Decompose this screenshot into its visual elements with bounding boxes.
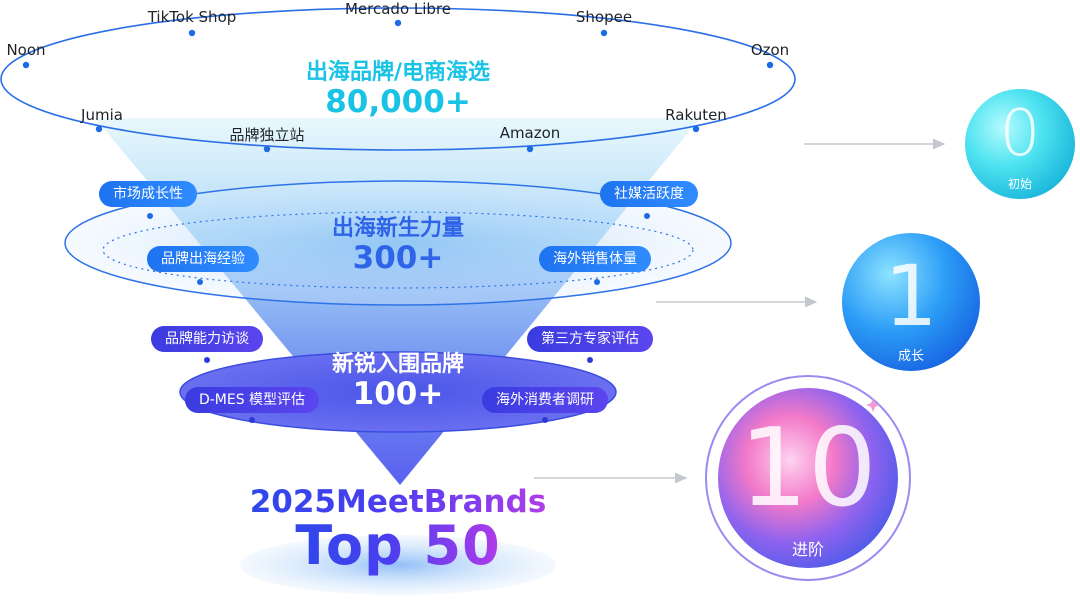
- stage-10-circle: [718, 388, 898, 568]
- tier2-inner-ring: [102, 211, 694, 289]
- criteria-pill-expert-review: 第三方专家评估: [527, 326, 653, 352]
- platform-label-noon: Noon: [6, 41, 46, 59]
- sparkle-icon: [866, 398, 880, 412]
- platform-label-jumia: Jumia: [81, 106, 123, 124]
- criteria-pill-dmes-model: D-MES 模型评估: [184, 387, 320, 413]
- criteria-pill-overseas-experience: 品牌出海经验: [147, 246, 259, 272]
- stage-10-label: 进阶: [791, 540, 824, 559]
- tier2-count: 300+: [352, 240, 444, 276]
- platform-label-rakuten: Rakuten: [665, 106, 727, 124]
- tier1-count: 80,000+: [325, 84, 471, 120]
- tier2-title: 出海新生力量: [331, 216, 465, 241]
- tier3-dots: [204, 357, 593, 423]
- stage-1-circle: [842, 233, 980, 371]
- stage-10-number: 10: [739, 406, 877, 531]
- platform-label-mercado-libre: Mercado Libre: [344, 0, 452, 18]
- result-title: Top 50: [295, 514, 501, 577]
- platform-dots: [22, 19, 774, 153]
- criteria-pill-social-activity: 社媒活跃度: [600, 181, 698, 207]
- tier3-title: 新锐入围品牌: [331, 352, 465, 377]
- stage-0-label: 初始: [1007, 177, 1032, 191]
- platform-label-brand-site: 品牌独立站: [229, 126, 305, 144]
- stage-0-number: 0: [999, 97, 1041, 171]
- stage-1-number: 1: [884, 247, 938, 345]
- tier2-dots: [147, 213, 650, 285]
- result-subtitle: 2025MeetBrands: [249, 484, 547, 520]
- platform-label-tiktok-shop: TikTok Shop: [147, 8, 237, 26]
- platform-label-amazon: Amazon: [499, 124, 561, 142]
- criteria-pill-brand-interview: 品牌能力访谈: [151, 326, 263, 352]
- tier3-count: 100+: [352, 376, 444, 412]
- stage-1: 1 成长: [842, 233, 980, 371]
- tier1-title: 出海品牌/电商海选: [305, 60, 491, 85]
- stage-10: 10 进阶: [718, 388, 898, 568]
- platform-label-shopee: Shopee: [575, 8, 633, 26]
- stage-0: 0 初始: [965, 89, 1075, 199]
- tier1-ring: [0, 7, 796, 151]
- criteria-pill-consumer-survey: 海外消费者调研: [482, 387, 608, 413]
- stage-1-label: 成长: [897, 349, 924, 364]
- tier2-ring: [64, 180, 732, 306]
- criteria-pill-overseas-sales: 海外销售体量: [539, 246, 651, 272]
- stage-0-circle: [965, 89, 1075, 199]
- base-glow: [240, 535, 556, 595]
- platform-label-ozon: Ozon: [750, 41, 790, 59]
- criteria-pill-market-growth: 市场成长性: [99, 181, 197, 207]
